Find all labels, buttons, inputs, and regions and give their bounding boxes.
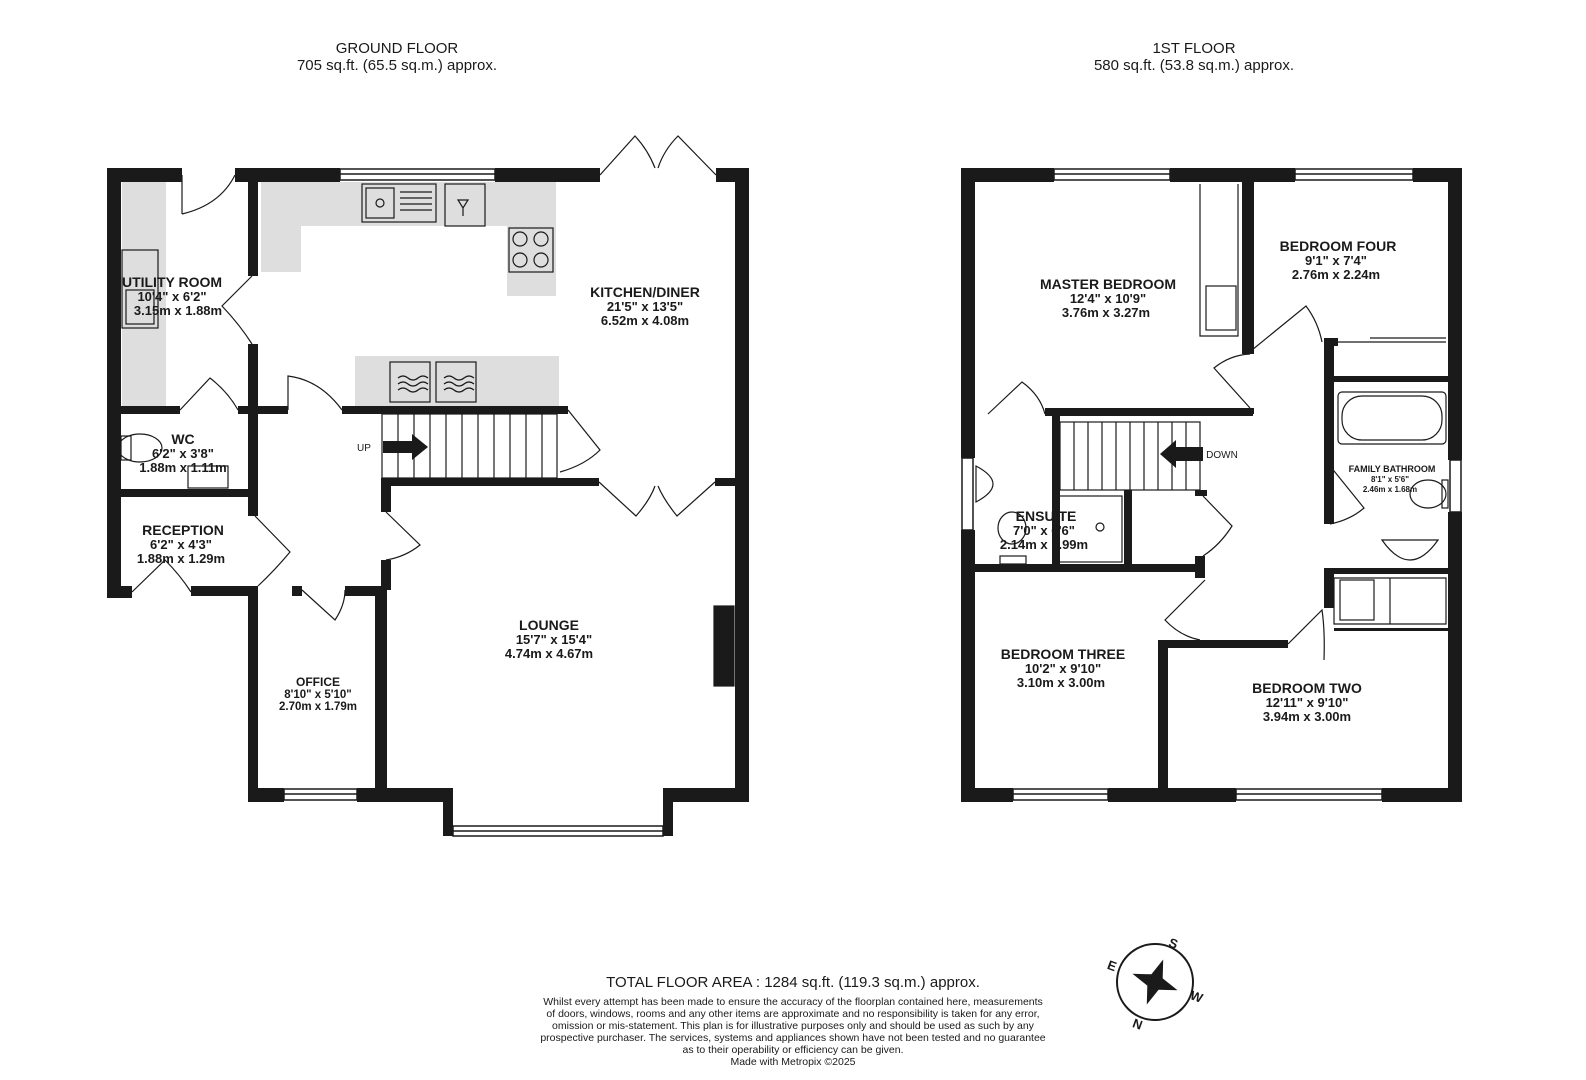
lounge-imperial: 15'7" x 15'4" (516, 632, 592, 647)
down-arrow-icon (1160, 440, 1203, 468)
wc-imperial: 6'2" x 3'8" (152, 446, 214, 461)
bedroom-two-imperial: 12'11" x 9'10" (1266, 695, 1349, 710)
first-floor-area: 580 sq.ft. (53.8 sq.m.) approx. (1093, 57, 1295, 74)
ground-floor-area: 705 sq.ft. (65.5 sq.m.) approx. (296, 57, 498, 74)
ground-floor-windows (107, 168, 664, 837)
kitchen-name: KITCHEN/DINER (590, 284, 700, 300)
wardrobe-hanger-icon (1205, 285, 1237, 331)
ground-floor-labels: UTILITY ROOM 10'4" x 6'2" 3.15m x 1.88m … (122, 274, 700, 713)
wc-metric: 1.88m x 1.11m (139, 460, 226, 475)
made-with-credit: Made with Metropix ©2025 (730, 1056, 856, 1068)
disclaimer-line: of doors, windows, rooms and any other i… (546, 1008, 1040, 1020)
compass-s: S (1167, 935, 1181, 952)
disclaimer-line: Whilst every attempt has been made to en… (543, 996, 1043, 1008)
lounge-metric: 4.74m x 4.67m (505, 646, 593, 661)
washing-machine-icon (389, 361, 431, 403)
bedroom-four-name: BEDROOM FOUR (1280, 238, 1397, 254)
bathroom-toilet-icon (1409, 479, 1447, 509)
ensuite-toilet-icon (997, 511, 1027, 545)
cupboard-hanger-icon (1339, 579, 1375, 621)
bedroom-three-imperial: 10'2" x 9'10" (1025, 661, 1101, 676)
stairs-down-label: DOWN (1206, 450, 1238, 461)
first-floor-doors (987, 184, 1447, 661)
ground-floor-stairs (381, 413, 558, 479)
disclaimer: Whilst every attempt has been made to en… (400, 996, 1186, 1068)
ground-floor-title: GROUND FLOOR (335, 40, 459, 57)
office-imperial: 8'10" x 5'10" (284, 689, 352, 701)
sink-icon (361, 183, 437, 223)
kitchen-worktops (122, 182, 559, 406)
bedroom-four-imperial: 9'1" x 7'4" (1305, 253, 1367, 268)
bath-icon (1337, 391, 1447, 445)
total-floor-area: TOTAL FLOOR AREA : 1284 sq.ft. (119.3 sq… (606, 974, 980, 991)
utility-room-metric: 3.15m x 1.88m (134, 303, 222, 318)
master-bedroom-name: MASTER BEDROOM (1040, 276, 1176, 292)
master-bedroom-metric: 3.76m x 3.27m (1062, 305, 1150, 320)
compass-e: E (1105, 957, 1119, 974)
dryer-icon (435, 361, 477, 403)
wc-name: WC (171, 431, 194, 447)
reception-name: RECEPTION (142, 522, 224, 538)
bedroom-two-metric: 3.94m x 3.00m (1263, 709, 1351, 724)
up-arrow-icon (383, 434, 428, 460)
first-floor-title: 1ST FLOOR (1152, 40, 1236, 57)
disclaimer-line: as to their operability or efficiency ca… (682, 1044, 904, 1056)
reception-metric: 1.88m x 1.29m (137, 551, 225, 566)
kitchen-imperial: 21'5" x 13'5" (607, 299, 683, 314)
stairs-up-label: UP (357, 443, 371, 454)
hob-icon (508, 227, 554, 273)
fireplace-icon (713, 605, 735, 687)
bedroom-two-name: BEDROOM TWO (1252, 680, 1362, 696)
kitchen-fixtures (117, 183, 735, 687)
bedroom-three-name: BEDROOM THREE (1001, 646, 1125, 662)
compass-w: W (1188, 987, 1205, 1006)
ground-floor-walls (107, 168, 749, 836)
first-floor-windows (961, 168, 1462, 801)
first-floor-walls (961, 168, 1462, 802)
ground-floor-plan: UTILITY ROOM 10'4" x 6'2" 3.15m x 1.88m … (107, 135, 749, 837)
disclaimer-line: prospective purchaser. The services, sys… (540, 1032, 1046, 1044)
dishwasher-icon (444, 183, 486, 227)
office-metric: 2.70m x 1.79m (279, 701, 357, 713)
family-bathroom-metric: 2.46m x 1.68m (1363, 485, 1417, 494)
toilet-icon (117, 433, 163, 463)
shower-icon (1057, 495, 1123, 563)
first-floor-heading: 1ST FLOOR 580 sq.ft. (53.8 sq.m.) approx… (994, 40, 1394, 74)
ground-floor-doors (131, 135, 717, 621)
ensuite-basin-icon (975, 465, 994, 503)
ensuite-name: ENSUITE (1016, 508, 1077, 524)
master-bedroom-imperial: 12'4" x 10'9" (1070, 291, 1146, 306)
bedroom-three-metric: 3.10m x 3.00m (1017, 675, 1105, 690)
ensuite-imperial: 7'0" x 6'6" (1013, 523, 1075, 538)
first-floor-labels: MASTER BEDROOM 12'4" x 10'9" 3.76m x 3.2… (1000, 238, 1436, 724)
utility-room-imperial: 10'4" x 6'2" (137, 289, 206, 304)
bathroom-basin-icon (1380, 539, 1440, 561)
wc-basin-icon (187, 465, 229, 489)
lounge-name: LOUNGE (519, 617, 579, 633)
bedroom-four-metric: 2.76m x 2.24m (1292, 267, 1380, 282)
first-floor-plan: MASTER BEDROOM 12'4" x 10'9" 3.76m x 3.2… (961, 168, 1462, 802)
disclaimer-line: omission or mis-statement. This plan is … (552, 1020, 1034, 1032)
kitchen-metric: 6.52m x 4.08m (601, 313, 689, 328)
reception-imperial: 6'2" x 4'3" (150, 537, 212, 552)
ground-floor-heading: GROUND FLOOR 705 sq.ft. (65.5 sq.m.) app… (197, 40, 597, 74)
ensuite-metric: 2.14m x 1.99m (1000, 537, 1088, 552)
utility-room-name: UTILITY ROOM (122, 274, 222, 290)
office-name: OFFICE (296, 675, 340, 689)
utility-sink-icon (121, 249, 159, 329)
first-floor-fixtures (975, 285, 1449, 621)
family-bathroom-name: FAMILY BATHROOM (1349, 464, 1436, 474)
family-bathroom-imperial: 8'1" x 5'6" (1371, 475, 1409, 484)
